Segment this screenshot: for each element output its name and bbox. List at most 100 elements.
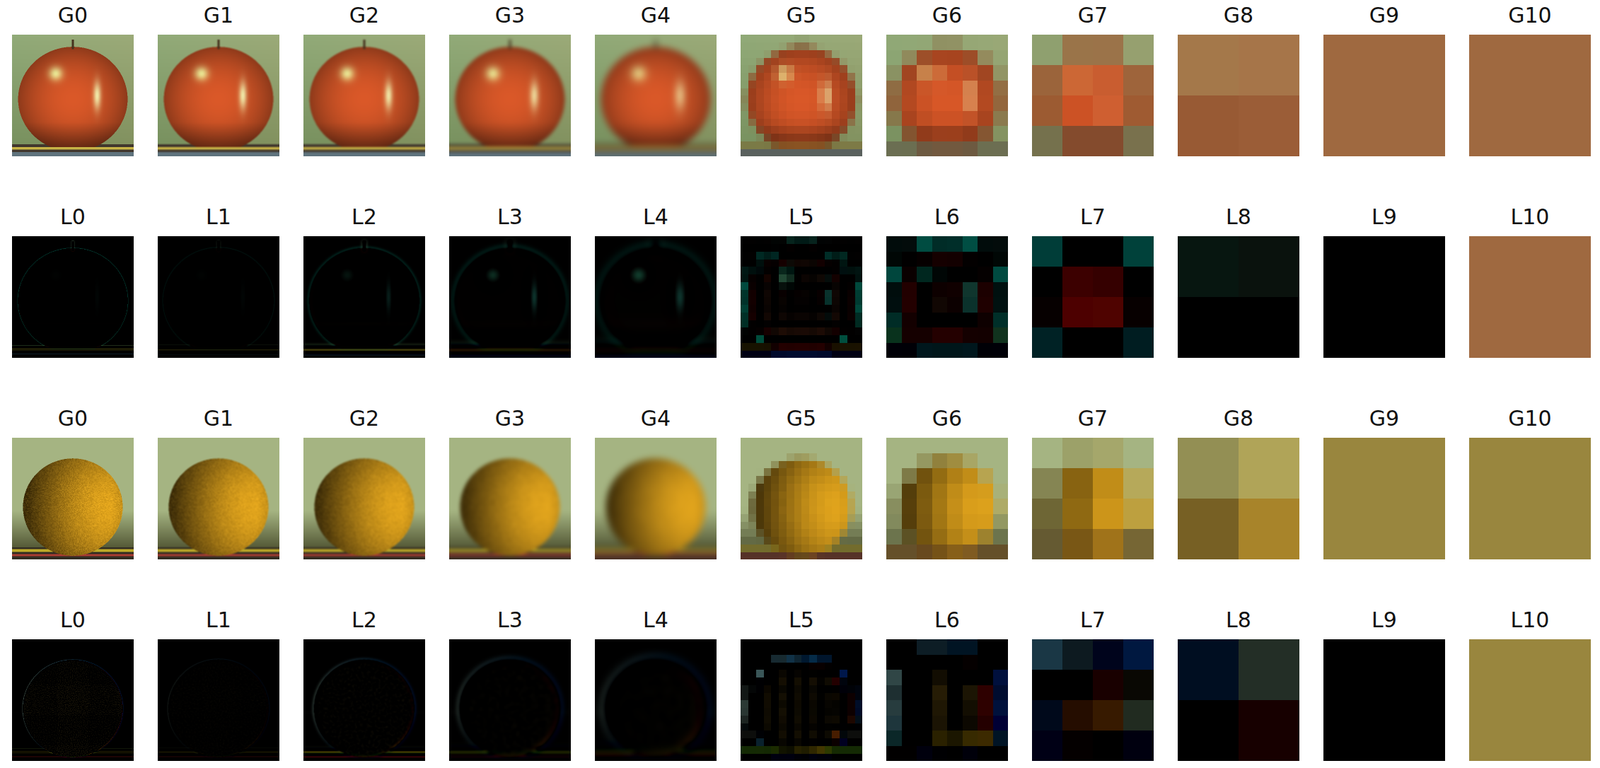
panel-title: L3 <box>449 607 571 634</box>
panel-title: L7 <box>1032 607 1154 634</box>
panel-title: G1 <box>157 406 280 432</box>
pyramid-panel: G10 <box>1469 406 1591 560</box>
pyramid-panel: L1 <box>157 607 280 762</box>
pyramid-image <box>594 34 717 157</box>
pyramid-panel: L6 <box>886 607 1008 762</box>
pyramid-panel: L3 <box>449 607 571 762</box>
pyramid-panel: G7 <box>1032 2 1154 157</box>
pyramid-panel: G6 <box>886 2 1008 157</box>
panel-title: L2 <box>303 204 426 230</box>
panel-title: L6 <box>886 204 1008 230</box>
pyramid-image <box>12 34 134 157</box>
pyramid-image <box>303 639 426 762</box>
pyramid-image <box>157 236 280 358</box>
pyramid-image <box>303 236 426 358</box>
pyramid-image <box>157 437 280 560</box>
panel-title: L9 <box>1323 204 1446 230</box>
pyramid-image <box>12 639 134 762</box>
panel-title: G3 <box>449 406 571 432</box>
panel-title: L10 <box>1469 204 1591 230</box>
pyramid-panel: G0 <box>12 406 134 560</box>
pyramid-image <box>1323 236 1446 358</box>
pyramid-image <box>12 236 134 358</box>
pyramid-panel: G0 <box>12 2 134 157</box>
pyramid-image <box>157 639 280 762</box>
panel-title: L7 <box>1032 204 1154 230</box>
panel-title: G1 <box>157 2 280 29</box>
pyramid-panel: L9 <box>1323 607 1446 762</box>
panel-title: L9 <box>1323 607 1446 634</box>
panel-title: L8 <box>1177 204 1300 230</box>
panel-title: L5 <box>740 204 863 230</box>
pyramid-panel: G1 <box>157 406 280 560</box>
pyramid-panel: L9 <box>1323 204 1446 358</box>
panel-title: G10 <box>1469 2 1591 29</box>
pyramid-image <box>1177 437 1300 560</box>
pyramid-image <box>303 437 426 560</box>
pyramid-panel: G2 <box>303 406 426 560</box>
pyramid-image <box>1177 639 1300 762</box>
panel-title: G10 <box>1469 406 1591 432</box>
panel-title: G2 <box>303 406 426 432</box>
panel-title: G0 <box>12 2 134 29</box>
pyramid-image <box>449 34 571 157</box>
panel-title: L4 <box>594 607 717 634</box>
pyramid-panel: G7 <box>1032 406 1154 560</box>
pyramid-image <box>1469 437 1591 560</box>
pyramid-panel: L6 <box>886 204 1008 358</box>
pyramid-image <box>1323 34 1446 157</box>
panel-title: L10 <box>1469 607 1591 634</box>
panel-title: G7 <box>1032 406 1154 432</box>
panel-title: G8 <box>1177 406 1300 432</box>
pyramid-panel: L4 <box>594 204 717 358</box>
pyramid-image <box>740 639 863 762</box>
pyramid-image <box>886 437 1008 560</box>
pyramid-image <box>1177 236 1300 358</box>
panel-title: G4 <box>594 406 717 432</box>
panel-title: L1 <box>157 607 280 634</box>
panel-title: L3 <box>449 204 571 230</box>
pyramid-image <box>740 236 863 358</box>
panel-title: L2 <box>303 607 426 634</box>
pyramid-image <box>740 437 863 560</box>
pyramid-image <box>157 34 280 157</box>
pyramid-panel: L1 <box>157 204 280 358</box>
pyramid-panel: G4 <box>594 2 717 157</box>
pyramid-panel: L7 <box>1032 607 1154 762</box>
panel-title: G9 <box>1323 2 1446 29</box>
pyramid-image <box>303 34 426 157</box>
pyramid-panel: G10 <box>1469 2 1591 157</box>
pyramid-panel: G6 <box>886 406 1008 560</box>
pyramid-panel: G3 <box>449 2 571 157</box>
pyramid-image <box>449 437 571 560</box>
panel-title: L1 <box>157 204 280 230</box>
pyramid-panel: L5 <box>740 607 863 762</box>
pyramid-panel: L8 <box>1177 204 1300 358</box>
panel-title: L5 <box>740 607 863 634</box>
pyramid-image <box>12 437 134 560</box>
pyramid-panel: L0 <box>12 204 134 358</box>
pyramid-panel: G4 <box>594 406 717 560</box>
panel-title: L6 <box>886 607 1008 634</box>
panel-title: G6 <box>886 2 1008 29</box>
pyramid-panel: L2 <box>303 204 426 358</box>
pyramid-panel: G2 <box>303 2 426 157</box>
pyramid-panel: L5 <box>740 204 863 358</box>
pyramid-image <box>740 34 863 157</box>
pyramid-image <box>886 236 1008 358</box>
panel-title: G4 <box>594 2 717 29</box>
pyramid-panel: G5 <box>740 2 863 157</box>
pyramid-image <box>1323 639 1446 762</box>
pyramid-panel: L8 <box>1177 607 1300 762</box>
pyramid-image <box>1032 236 1154 358</box>
pyramid-image <box>1032 639 1154 762</box>
pyramid-panel: G8 <box>1177 2 1300 157</box>
panel-title: L8 <box>1177 607 1300 634</box>
pyramid-panel: L10 <box>1469 607 1591 762</box>
panel-title: G2 <box>303 2 426 29</box>
panel-title: G7 <box>1032 2 1154 29</box>
pyramid-panel: G9 <box>1323 406 1446 560</box>
pyramid-image <box>1032 34 1154 157</box>
panel-title: G0 <box>12 406 134 432</box>
pyramid-panel: G5 <box>740 406 863 560</box>
